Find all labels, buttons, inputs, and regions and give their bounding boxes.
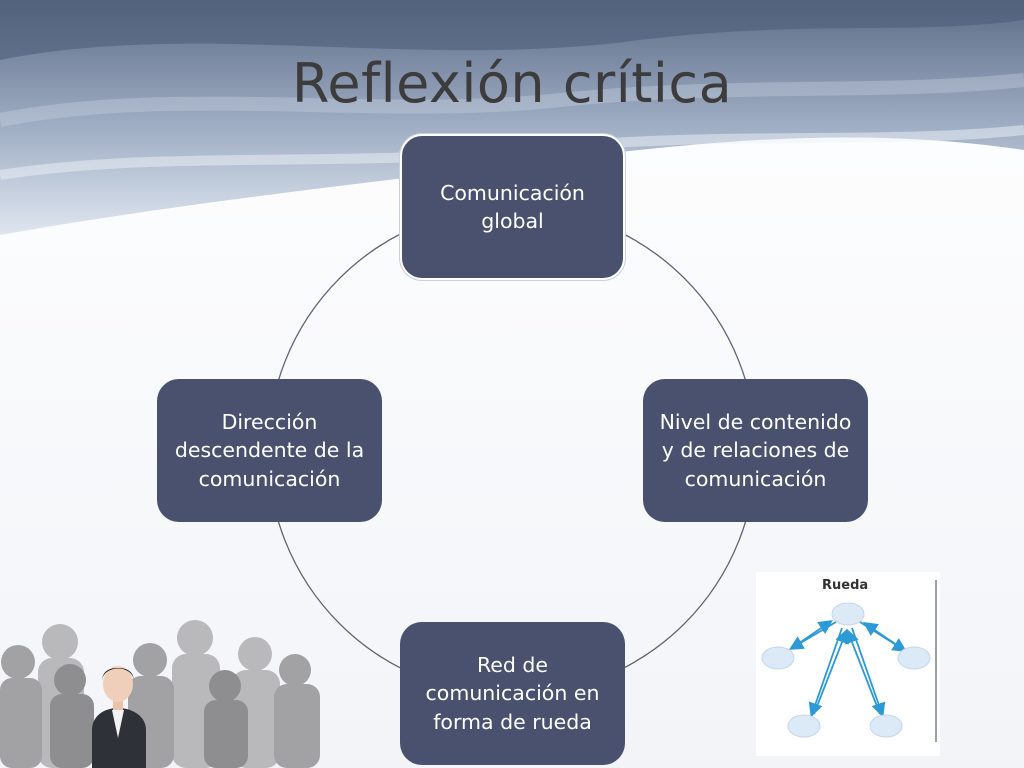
wheel-network-diagram: Rueda	[756, 572, 940, 756]
slide-title: Reflexión crítica	[291, 52, 733, 115]
wheel-diagram-title: Rueda	[822, 578, 869, 593]
cycle-node-label: Red de comunicación en forma de rueda	[425, 653, 600, 734]
cycle-node-label: Dirección descendente de la comunicación	[174, 410, 365, 491]
businesswoman-figure	[92, 666, 146, 768]
cycle-node-nivel-contenido: Nivel de contenido y de relaciones de co…	[643, 379, 868, 522]
crowd-illustration	[0, 620, 320, 768]
cycle-node-direccion-descendente: Dirección descendente de la comunicación	[157, 379, 382, 522]
cycle-node-label: Comunicación global	[440, 180, 585, 233]
cycle-node-red-rueda: Red de comunicación en forma de rueda	[400, 622, 625, 765]
wheel-network-graphic	[761, 580, 937, 742]
cycle-node-comunicacion-global: Comunicación global	[400, 134, 625, 280]
cycle-node-label: Nivel de contenido y de relaciones de co…	[659, 410, 852, 491]
